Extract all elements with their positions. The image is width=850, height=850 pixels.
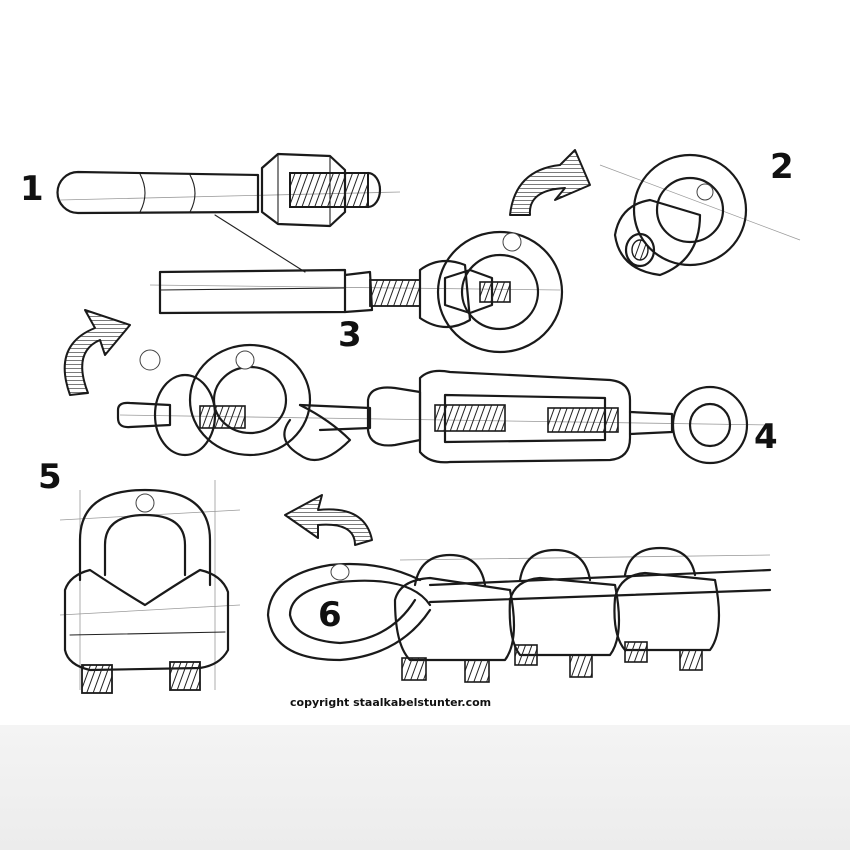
step-number-1: 1	[20, 169, 44, 209]
step-number-6: 6	[318, 595, 342, 635]
curved-arrow-icon	[63, 309, 131, 396]
turnbuckle-illustration	[116, 343, 749, 465]
copyright-notice: copyright staalkabelstunter.com	[290, 696, 492, 709]
top-margin	[0, 0, 850, 110]
wire-rope-clip-illustration	[63, 488, 230, 694]
step-number-5: 5	[38, 457, 62, 497]
cable-loop-illustration	[266, 546, 772, 683]
shading-highlights	[135, 183, 714, 581]
curved-arrow-icon	[284, 494, 373, 546]
curved-arrow-icon	[509, 149, 591, 216]
rod-with-eye-nut-illustration	[158, 230, 564, 354]
step-number-3: 3	[338, 315, 362, 355]
step-number-4: 4	[754, 417, 778, 457]
threaded-rod-illustration	[56, 152, 382, 273]
eye-nut-illustration	[613, 153, 748, 277]
step-number-2: 2	[770, 147, 794, 187]
bottom-margin	[0, 725, 850, 850]
